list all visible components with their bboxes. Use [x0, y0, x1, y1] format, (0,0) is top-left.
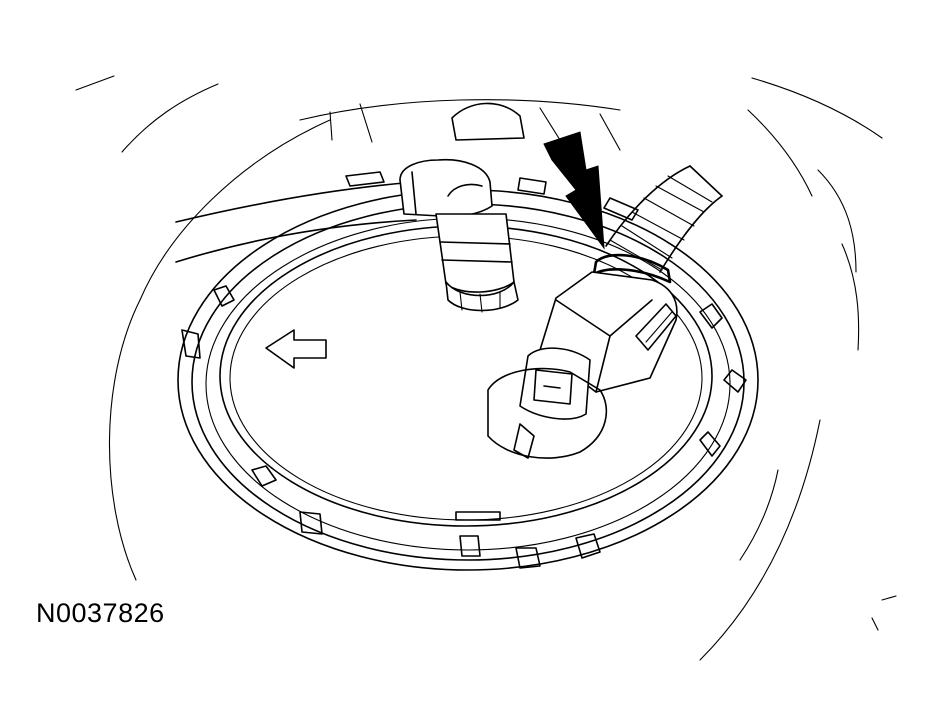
indicator-arrow-icon	[543, 131, 605, 250]
figure-id-label: N0037826	[36, 598, 165, 628]
electrical-connector	[487, 165, 723, 459]
tank-opening-contour	[75, 75, 897, 661]
tank-wall-edge	[299, 99, 621, 151]
fuel-supply-tube	[175, 181, 417, 263]
locking-ring	[177, 171, 759, 571]
fuel-line-connector	[399, 158, 519, 313]
direction-arrow-icon	[265, 329, 327, 369]
